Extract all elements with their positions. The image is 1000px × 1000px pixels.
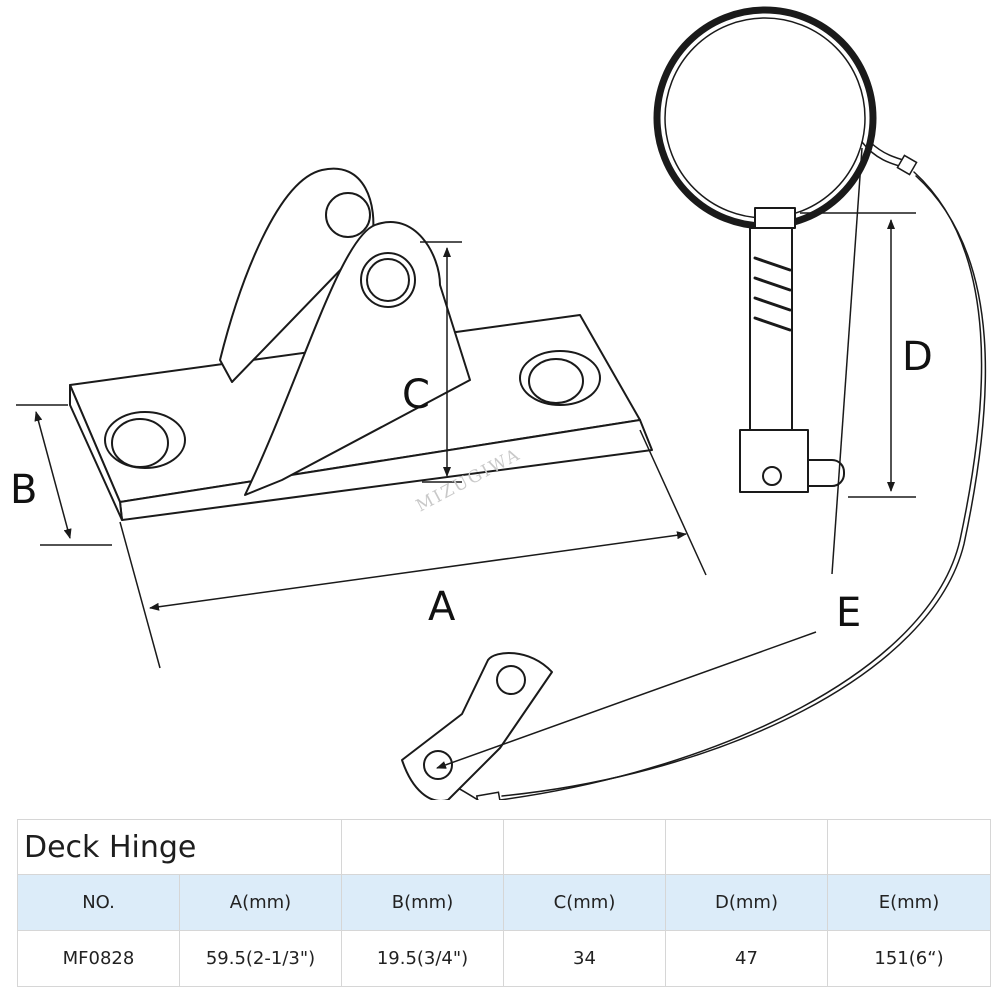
hinge-dimension-lines — [16, 241, 707, 669]
spec-table: Deck Hinge NO. A(mm) B(mm) C(mm) D(mm) E… — [17, 819, 991, 987]
deck-hinge-diagram: MIZUGIWA B C A D E — [10, 6, 987, 800]
header-b: B(mm) — [341, 874, 504, 931]
e-leader-lines — [436, 147, 863, 769]
dimension-label-c: C — [402, 372, 430, 418]
dimension-label-e: E — [836, 590, 861, 636]
pin-bracket-drawing — [401, 651, 553, 800]
table-title-blank-cell — [341, 819, 504, 875]
cell-e-value: 151(6“) — [827, 930, 991, 987]
table-title-blank-cell — [503, 819, 666, 875]
hinge-base-drawing — [69, 167, 653, 521]
dimension-label-d: D — [902, 334, 933, 380]
header-no: NO. — [17, 874, 180, 931]
cell-a-value: 59.5(2-1/3") — [179, 930, 342, 987]
table-title: Deck Hinge — [17, 819, 342, 875]
cell-d-value: 47 — [665, 930, 828, 987]
dimension-label-a: A — [428, 584, 456, 630]
table-title-blank-cell — [827, 819, 991, 875]
cell-c-value: 34 — [503, 930, 666, 987]
cell-model-no: MF0828 — [17, 930, 180, 987]
header-d: D(mm) — [665, 874, 828, 931]
table-title-blank-cell — [665, 819, 828, 875]
table-title-row: Deck Hinge — [17, 819, 991, 875]
header-c: C(mm) — [503, 874, 666, 931]
table-row: MF0828 59.5(2-1/3") 19.5(3/4") 34 47 151… — [17, 930, 991, 987]
table-header-row: NO. A(mm) B(mm) C(mm) D(mm) E(mm) — [17, 874, 991, 931]
header-a: A(mm) — [179, 874, 342, 931]
quick-pin-drawing — [653, 6, 877, 493]
header-e: E(mm) — [827, 874, 991, 931]
pin-dimension-lines — [800, 212, 916, 498]
cell-b-value: 19.5(3/4") — [341, 930, 504, 987]
dimension-label-b: B — [10, 467, 37, 513]
